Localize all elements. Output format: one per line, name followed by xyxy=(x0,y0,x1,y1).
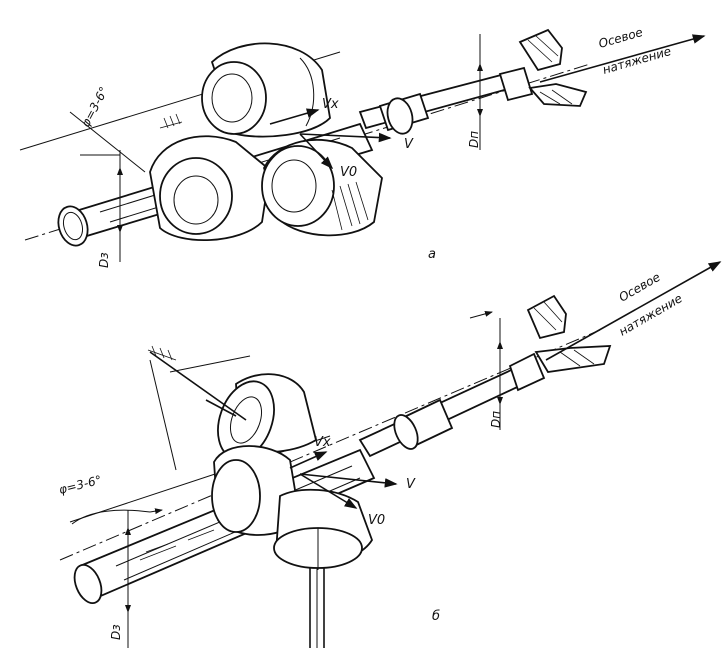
angle-label-b: φ=3-6° xyxy=(57,473,103,497)
mandrel-rod-b xyxy=(358,352,546,458)
axis-line-b xyxy=(59,329,601,561)
gripper-a xyxy=(518,28,588,107)
vx-label-a: Vx xyxy=(322,97,339,112)
dz-label-a: Dз xyxy=(97,252,111,268)
lower-right-roll-a xyxy=(261,138,383,237)
panel-label-a: а xyxy=(428,247,436,262)
upper-support-b xyxy=(147,345,247,421)
angle-ref-line-a xyxy=(69,111,146,173)
axial-tension-label-b1: Осевое xyxy=(617,270,663,305)
v0-arrow-b xyxy=(299,473,358,509)
mandrel-rod-a xyxy=(358,66,534,135)
vx-arrow-b xyxy=(289,451,328,469)
angle-ref-line-b2 xyxy=(169,355,251,373)
v0-label-b: V0 xyxy=(368,513,385,528)
lower-roll-b xyxy=(273,488,373,570)
figure-a: Осевое натяжение Dп Dз φ=3-6° Vx V V0 а xyxy=(19,25,706,268)
axial-tension-arrow-a xyxy=(539,34,706,83)
gripper-b xyxy=(526,294,612,373)
v-label-a: V xyxy=(404,137,414,152)
vx-label-b: Vx xyxy=(314,435,331,450)
v-arrow-a xyxy=(299,132,392,143)
upper-roll-a xyxy=(201,42,331,138)
lower-roll-spindle-b xyxy=(309,568,325,648)
figure-b: Осевое натяжение Dп Dз φ=3-6° Vx V V0 б xyxy=(57,261,722,648)
axial-tension-label-a1: Осевое xyxy=(597,25,644,51)
panel-label-b: б xyxy=(432,609,440,624)
v0-arrow-a xyxy=(299,133,334,170)
v-arrow-b xyxy=(299,473,398,488)
vx-arrow-a xyxy=(269,108,320,125)
v-label-b: V xyxy=(406,477,416,492)
lower-left-roll-a xyxy=(149,135,271,242)
dp-label-a: Dп xyxy=(467,131,481,148)
dz-label-b: Dз xyxy=(109,624,123,640)
support-hatch-a xyxy=(159,113,183,129)
axial-tension-label-a2: натяжение xyxy=(601,44,673,77)
axial-tension-arrow-b xyxy=(545,261,722,361)
angle-label-a: φ=3-6° xyxy=(78,84,111,129)
v0-label-a: V0 xyxy=(340,165,357,180)
angle-arc-b xyxy=(71,509,151,525)
dp-label-b: Dп xyxy=(489,411,503,428)
angle-ref-line-b xyxy=(149,359,177,471)
